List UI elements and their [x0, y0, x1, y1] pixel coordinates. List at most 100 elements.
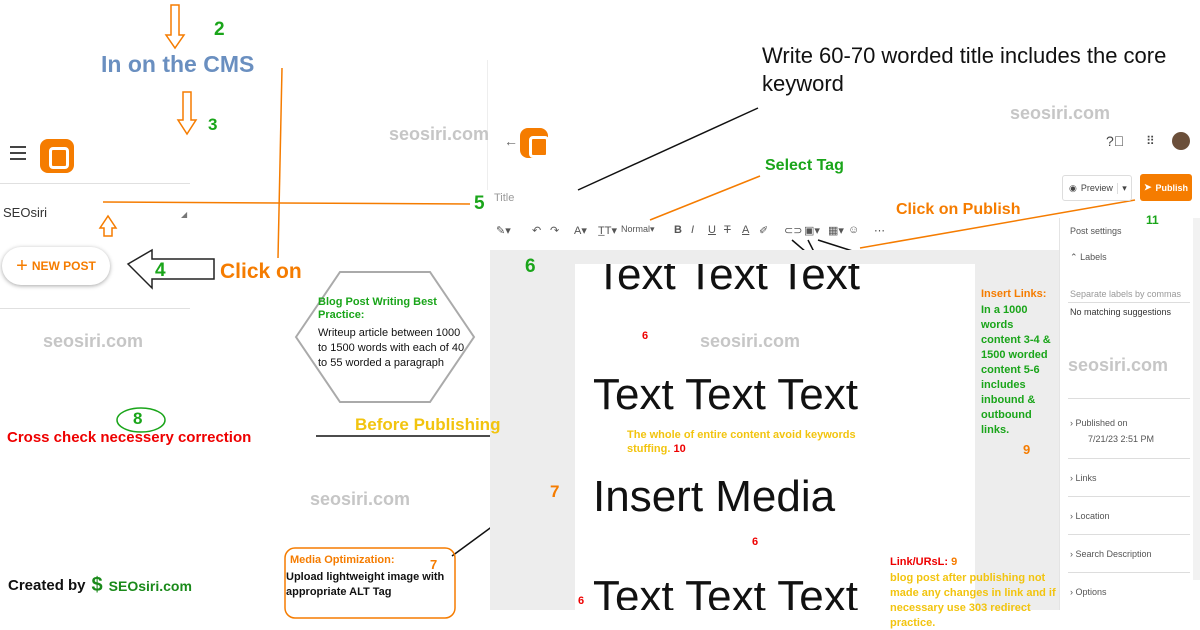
bold-icon[interactable]: B	[674, 224, 682, 236]
select-tag-caption: Select Tag	[765, 157, 844, 174]
link-urls-title-text: Link/URsL:	[890, 556, 949, 568]
step-number: 11	[1146, 213, 1159, 227]
pencil-mode-icon[interactable]: ✎▾	[496, 225, 511, 237]
format-select[interactable]: Normal	[621, 224, 651, 234]
preview-label: Preview	[1080, 183, 1113, 193]
labels-label: Labels	[1080, 252, 1107, 262]
step-number: 7	[430, 557, 438, 572]
practice-title: Blog Post Writing Best Practice:	[318, 296, 437, 321]
blog-name-selector[interactable]: SEOsiri	[3, 205, 48, 220]
divider	[1068, 496, 1190, 497]
click-on-publish-caption: Click on Publish	[896, 201, 1021, 218]
post-title-input[interactable]: Title	[494, 192, 515, 204]
watermark: seosiri.com	[389, 124, 490, 144]
search-description-toggle[interactable]: › Search Description	[1070, 549, 1152, 559]
watermark: seosiri.com	[700, 331, 801, 351]
chevron-right-icon: ›	[1070, 473, 1073, 483]
blogger-logo-icon[interactable]	[520, 128, 549, 158]
dropdown-caret-icon[interactable]: ◢	[181, 210, 188, 219]
location-section-toggle[interactable]: › Location	[1070, 511, 1110, 521]
location-label: Location	[1075, 511, 1110, 521]
publish-button[interactable]: ➤ Publish	[1140, 174, 1192, 201]
divider	[1068, 398, 1190, 399]
content-line: Text Text Text	[593, 370, 858, 419]
text-style-icon[interactable]: A▾	[574, 225, 587, 237]
strikethrough-icon[interactable]: T	[724, 224, 731, 236]
menu-icon[interactable]	[10, 146, 26, 160]
no-matching-text: No matching suggestions	[1070, 307, 1172, 317]
publish-label: Publish	[1155, 182, 1189, 193]
image-icon[interactable]: ▣▾	[804, 225, 820, 237]
scrollbar[interactable]	[1193, 218, 1200, 580]
chevron-right-icon: ›	[1070, 511, 1073, 521]
chevron-right-icon: ›	[1070, 587, 1073, 597]
published-on-toggle[interactable]: › Published on	[1070, 418, 1128, 428]
highlight-icon[interactable]: ✐	[759, 225, 769, 237]
options-section-toggle[interactable]: › Options	[1070, 587, 1107, 597]
editor-toolbar: ✎▾ ↶ ↷ A▾ T̲T▾ Normal ▾ B I U T A ✐ ⊂⊃ ▣…	[492, 224, 892, 240]
redo-icon[interactable]: ↷	[550, 225, 560, 237]
click-on-caption: Click on	[220, 260, 302, 283]
step-number: 4	[155, 260, 166, 281]
step-number: 8	[133, 409, 143, 428]
divider	[1068, 302, 1190, 303]
divider	[1068, 458, 1190, 459]
step-number: 9	[951, 556, 958, 568]
published-on-label: Published on	[1075, 418, 1128, 428]
emoji-icon[interactable]: ☺	[848, 224, 860, 236]
seosiri-logo-icon: $	[91, 574, 103, 596]
divider	[1068, 572, 1190, 573]
watermark: seosiri.com	[1068, 355, 1169, 375]
back-arrow-icon[interactable]: ←	[504, 133, 518, 149]
step-number: 6	[525, 256, 536, 277]
apps-grid-icon[interactable]: ⠿	[1146, 134, 1155, 148]
font-size-icon[interactable]: T̲T▾	[598, 225, 617, 237]
cms-caption: In on the CMS	[101, 51, 255, 77]
title-instruction: Write 60-70 worded title includes the co…	[762, 43, 1167, 96]
undo-icon[interactable]: ↶	[532, 225, 542, 237]
italic-icon[interactable]: I	[691, 224, 695, 236]
insert-links-title: Insert Links:	[981, 288, 1047, 300]
labels-section-toggle[interactable]: ⌃ Labels	[1070, 252, 1107, 263]
search-description-label: Search Description	[1075, 549, 1152, 559]
underline-icon[interactable]: U	[708, 224, 716, 236]
media-opt-title: Media Optimization:	[290, 554, 395, 566]
post-settings-panel: Post settings ⌃ Labels Separate labels b…	[1059, 218, 1200, 610]
content-line: Text Text Text	[593, 572, 858, 610]
step-number: 2	[214, 19, 225, 40]
chevron-down-icon[interactable]: ▾	[650, 224, 655, 234]
step-number: 7	[550, 482, 560, 501]
labels-input[interactable]: Separate labels by commas	[1070, 289, 1182, 299]
step-number: 6	[752, 536, 759, 548]
link-urls-body: blog post after publishing not made any …	[890, 572, 1056, 629]
divider	[0, 183, 190, 184]
new-post-button[interactable]: + NEW POST	[2, 247, 110, 285]
chevron-up-icon: ⌃	[1070, 252, 1078, 262]
options-label: Options	[1075, 587, 1107, 597]
blogger-logo-icon[interactable]	[40, 139, 74, 173]
post-body[interactable]: Text Text Text Text Text Text Insert Med…	[575, 264, 975, 610]
link-icon[interactable]: ⊂⊃	[784, 225, 803, 237]
brand-name: SEOsiri.com	[108, 577, 192, 594]
links-section-toggle[interactable]: › Links	[1070, 473, 1097, 483]
created-by-label: Created by	[8, 577, 86, 594]
step-number: 5	[474, 193, 485, 214]
chevron-down-icon[interactable]: ▾	[1117, 182, 1131, 194]
created-by-credit: Created by $ SEOsiri.com	[8, 574, 192, 597]
practice-body: Writeup article between 1000 to 1500 wor…	[318, 327, 465, 369]
preview-button[interactable]: ◉ Preview ▾	[1062, 175, 1132, 201]
avatar[interactable]	[1172, 132, 1190, 150]
chevron-right-icon: ›	[1070, 418, 1073, 428]
step-number: 6	[578, 595, 585, 607]
more-icon[interactable]: ⋯	[874, 225, 885, 237]
chevron-right-icon: ›	[1070, 549, 1073, 559]
video-icon[interactable]: ▦▾	[828, 225, 844, 237]
step-number: 9	[1023, 442, 1031, 457]
plus-icon: +	[16, 254, 28, 277]
media-opt-body: Upload lightweight image with appropriat…	[286, 571, 445, 598]
text-color-icon[interactable]: A	[742, 224, 750, 236]
help-icon[interactable]: ?⃝	[1106, 133, 1125, 149]
divider	[487, 60, 488, 190]
keyword-stuffing-note: The whole of entire content avoid keywor…	[627, 428, 895, 456]
keyword-note-text: The whole of entire content avoid keywor…	[627, 429, 856, 455]
